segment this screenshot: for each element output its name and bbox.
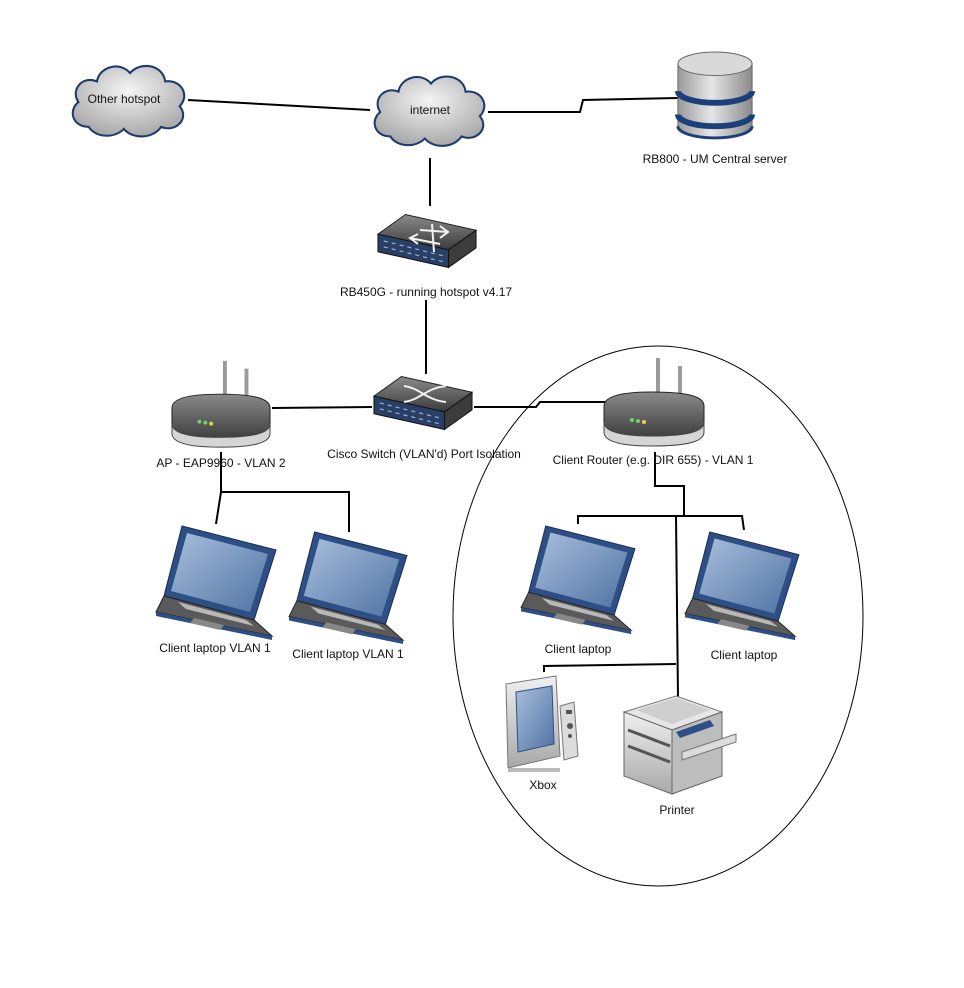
client-laptop-label: Client laptop xyxy=(544,642,612,656)
laptop-icon xyxy=(288,531,408,645)
printer-icon xyxy=(622,694,738,796)
central-server-label: RB800 - UM Central server xyxy=(642,152,788,166)
switch-arrows-icon xyxy=(403,385,447,403)
gateway-router-label: RB450G - running hotspot v4.17 xyxy=(339,285,513,299)
link-switch-ap xyxy=(271,406,373,409)
cisco-switch-label: Cisco Switch (VLAN'd) Port Isolation xyxy=(327,447,521,461)
internet-label: internet xyxy=(409,103,451,117)
link-client-router-lan xyxy=(543,452,745,699)
client-network-boundary xyxy=(452,345,864,887)
printer-label: Printer xyxy=(659,803,695,817)
client-laptop-label: Client laptop xyxy=(710,648,778,662)
xbox-label: Xbox xyxy=(529,778,557,792)
link-switch-client-router xyxy=(474,401,606,408)
link-internet-central-server xyxy=(488,97,679,113)
wireless-router-icon xyxy=(603,357,705,447)
database-server-icon xyxy=(678,52,752,138)
access-point-label: AP - EAP9960 - VLAN 2 xyxy=(156,456,286,470)
link-other-hotspot-internet xyxy=(187,99,371,111)
laptop-vlan1-label: Client laptop VLAN 1 xyxy=(292,647,404,661)
game-console-icon xyxy=(505,675,579,772)
router-arrows-icon xyxy=(408,223,450,253)
laptop-icon xyxy=(520,525,636,635)
switch-icon xyxy=(373,375,473,431)
connection-lines xyxy=(187,97,745,699)
wireless-ap-icon xyxy=(171,360,271,448)
laptop-vlan1-label: Client laptop VLAN 1 xyxy=(159,641,271,655)
laptop-icon xyxy=(155,525,277,641)
client-router-label: Client Router (e.g. DIR 655) - VLAN 1 xyxy=(552,453,754,467)
laptop-icon xyxy=(684,531,800,641)
link-ap-laptops xyxy=(215,452,350,532)
other-hotspot-label: Other hotspot xyxy=(87,92,161,106)
